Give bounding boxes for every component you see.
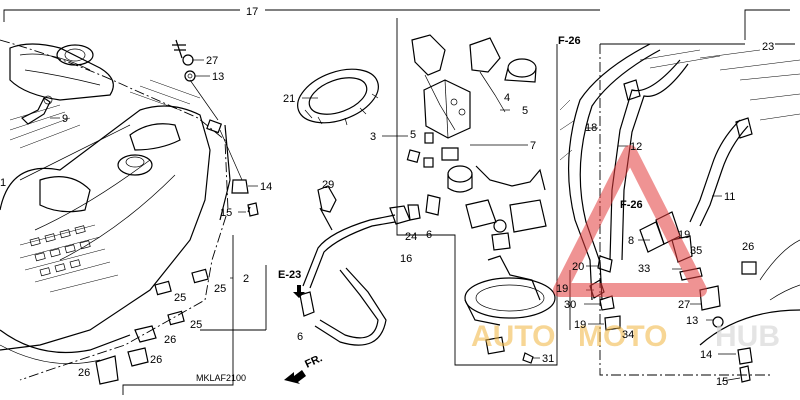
watermark: AUTO MOTO HUB: [471, 145, 780, 353]
part-label-20: 20: [572, 261, 584, 273]
part-label-34: 34: [622, 329, 634, 341]
part-label-27b: 27: [678, 299, 690, 311]
watermark-text-hub: HUB: [715, 320, 780, 353]
part-label-16: 16: [400, 253, 412, 265]
part-label-26b: 26: [164, 334, 176, 346]
front-label: FR.: [303, 352, 324, 370]
part-label-4: 4: [504, 92, 510, 104]
part-label-14b: 14: [700, 349, 712, 361]
part-label-11: 11: [724, 191, 735, 203]
diagram-code: MKLAF2100: [196, 373, 246, 383]
part-label-3: 3: [370, 131, 376, 143]
ref-arrow-icon: [293, 285, 305, 298]
part-label-13: 13: [212, 71, 224, 83]
part-label-26d: 26: [78, 367, 90, 379]
part-label-25a: 25: [174, 292, 186, 304]
part-label-2: 2: [243, 273, 249, 285]
part-label-6a: 6: [426, 229, 432, 241]
watermark-text-auto: AUTO: [471, 320, 555, 353]
tank-mount-parts: [95, 39, 259, 385]
fuel-tank: [0, 43, 231, 364]
part-label-1: 1: [0, 177, 6, 189]
part-label-27: 27: [206, 55, 218, 67]
part-label-25b: 25: [214, 283, 226, 295]
part-label-9: 9: [62, 113, 68, 125]
part-label-17: 17: [246, 6, 258, 18]
part-label-26a: 26: [742, 241, 754, 253]
part-labels: 17 23 27 13 9 21 3 5 4 5 7 18 12 11 14 1…: [0, 6, 774, 388]
part-label-18: 18: [585, 122, 597, 134]
part-label-5a: 5: [410, 129, 416, 141]
part-label-30: 30: [564, 299, 576, 311]
gasket-ring: [297, 68, 379, 126]
part-label-29: 29: [322, 179, 334, 191]
leader-lines: [50, 59, 741, 382]
part-label-31: 31: [542, 353, 554, 365]
part-label-19a: 19: [678, 229, 690, 241]
front-arrow-icon: [284, 370, 306, 384]
fuel-pump: [406, 34, 556, 364]
part-label-12: 12: [630, 141, 642, 153]
ref-f26-mid: F-26: [620, 199, 643, 211]
ref-e23: E-23: [278, 269, 301, 281]
part-label-24: 24: [405, 231, 417, 243]
part-label-8: 8: [628, 235, 634, 247]
part-label-14: 14: [260, 181, 272, 193]
part-label-19b: 19: [556, 283, 568, 295]
part-label-21: 21: [283, 93, 295, 105]
reference-codes: F-26 F-26 E-23 MKLAF2100 FR.: [196, 35, 643, 384]
fuel-hose: [299, 185, 441, 346]
watermark-triangle: [553, 145, 707, 297]
ref-f26-top: F-26: [558, 35, 581, 47]
drain-hoses: [559, 43, 800, 383]
watermark-text-moto: MOTO: [578, 320, 667, 353]
part-label-13b: 13: [686, 315, 698, 327]
part-label-15b: 15: [716, 376, 728, 388]
part-label-6b: 6: [297, 331, 303, 343]
part-label-5b: 5: [522, 105, 528, 117]
part-label-26c: 26: [150, 354, 162, 366]
part-label-25c: 25: [190, 319, 202, 331]
frame-lines: [0, 9, 795, 395]
part-label-33: 33: [638, 263, 650, 275]
part-label-15: 15: [220, 207, 232, 219]
part-label-35: 35: [690, 245, 702, 257]
part-label-7: 7: [530, 140, 536, 152]
tank-pads: [29, 225, 91, 277]
part-label-19c: 19: [574, 319, 586, 331]
part-label-23: 23: [762, 41, 774, 53]
